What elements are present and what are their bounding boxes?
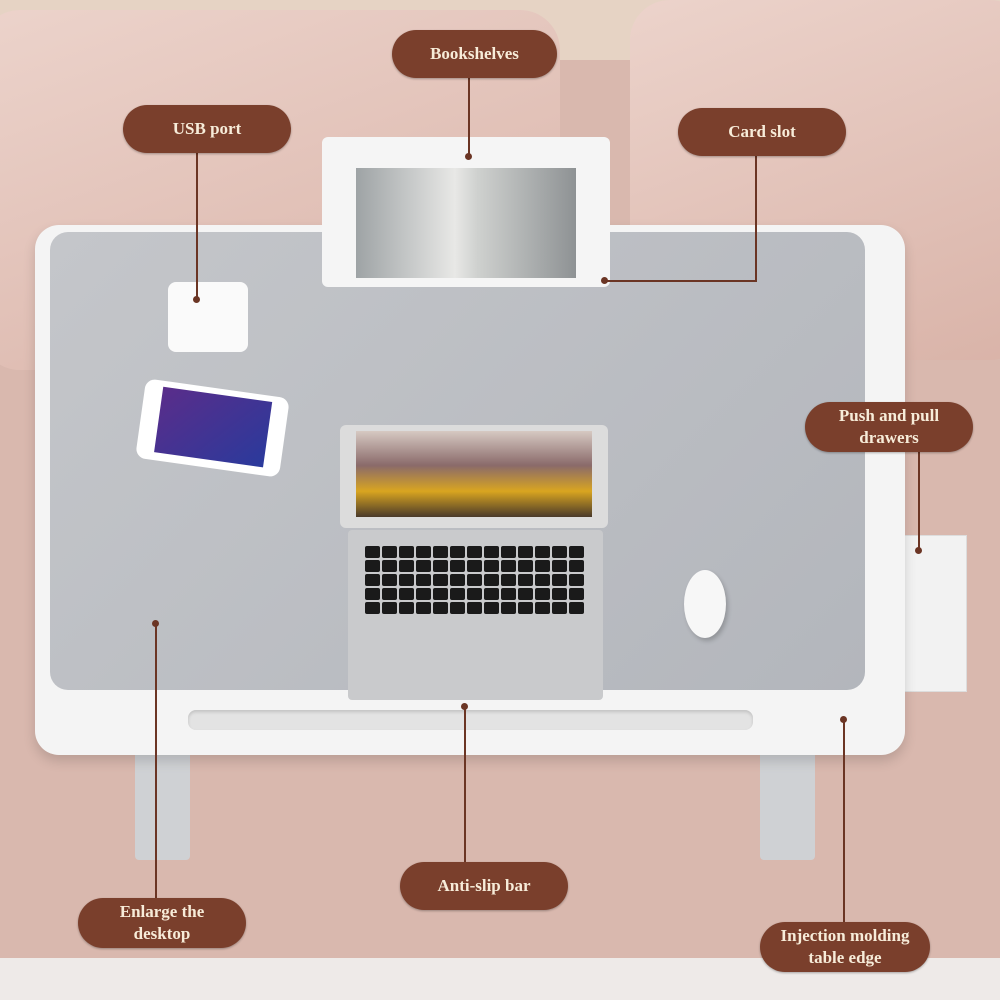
laptop-screen (340, 425, 608, 528)
callout-dot-bookshelves (465, 153, 472, 160)
callout-dot-usb (193, 296, 200, 303)
callout-line-enlarge (155, 624, 157, 900)
label-table-edge: Injection molding table edge (760, 922, 930, 972)
keyboard (364, 545, 588, 615)
callout-line-usb (196, 152, 198, 300)
laptop-wallpaper (356, 431, 592, 517)
label-anti-slip-bar: Anti-slip bar (400, 862, 568, 910)
callout-dot-card (601, 277, 608, 284)
label-enlarge-desktop: Enlarge the desktop (78, 898, 246, 948)
callout-dot-edge (840, 716, 847, 723)
book (356, 168, 576, 278)
callout-line-card-h (605, 280, 757, 282)
callout-line-card (755, 155, 757, 282)
label-bookshelves: Bookshelves (392, 30, 557, 78)
callout-dot-enlarge (152, 620, 159, 627)
table-leg-left (135, 750, 190, 860)
label-usb-port: USB port (123, 105, 291, 153)
callout-line-bookshelves (468, 78, 470, 158)
laptop-base (348, 530, 603, 700)
callout-dot-drawers (915, 547, 922, 554)
callout-line-edge (843, 720, 845, 925)
callout-dot-antislip (461, 703, 468, 710)
callout-line-antislip (464, 707, 466, 863)
label-drawers: Push and pull drawers (805, 402, 973, 452)
table-leg-right (760, 750, 815, 860)
anti-slip-groove (188, 710, 753, 730)
mouse (684, 570, 726, 638)
usb-hub (168, 282, 248, 352)
callout-line-drawers (918, 450, 920, 550)
phone-screen (154, 386, 273, 468)
label-card-slot: Card slot (678, 108, 846, 156)
